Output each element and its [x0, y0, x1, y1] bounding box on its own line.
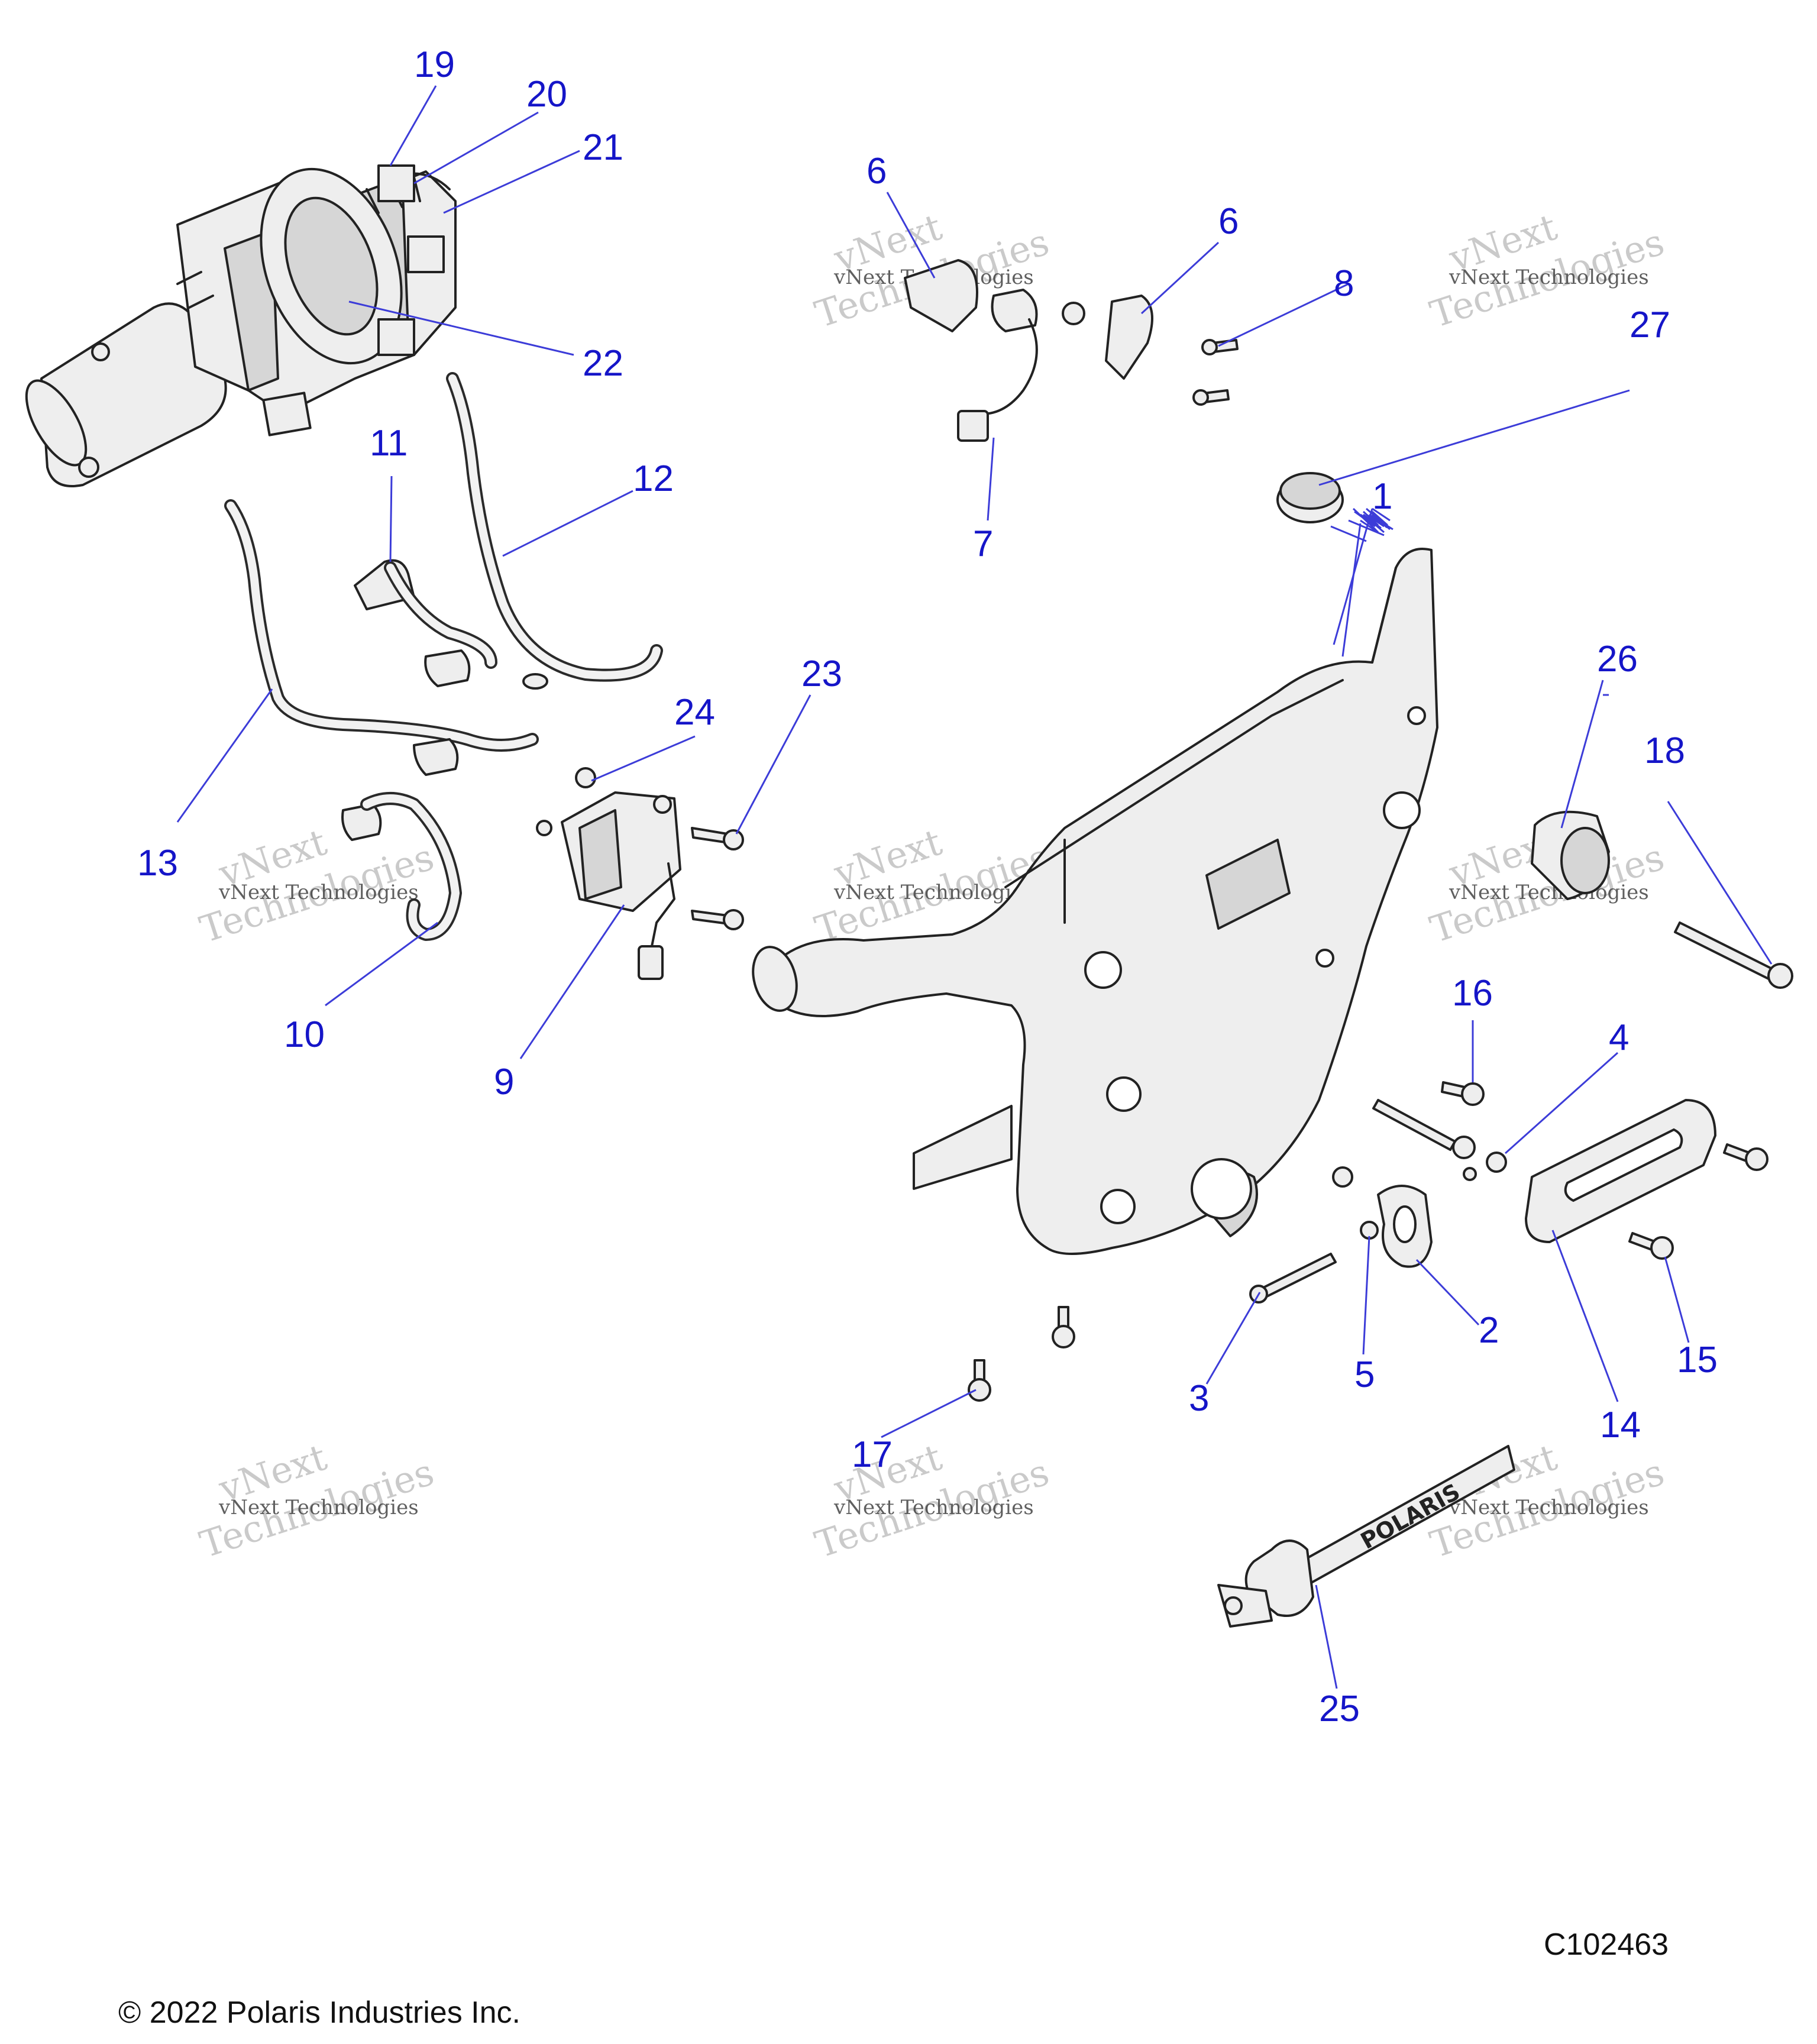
callout-16: 16 [1452, 973, 1493, 1014]
callout-22: 22 [583, 343, 623, 384]
callout-2: 2 [1479, 1310, 1499, 1351]
screws-8 [1192, 339, 1239, 406]
watermarks: vNext Technologies vNext Technologies vN… [195, 205, 1669, 1567]
copyright: © 2022 Polaris Industries Inc. [118, 1996, 520, 2030]
leader-lines [176, 85, 1773, 1689]
callout-10: 10 [284, 1014, 325, 1055]
pin-3 [1249, 1253, 1337, 1304]
callout-25: 25 [1319, 1689, 1360, 1729]
callout-23: 23 [801, 654, 842, 694]
callout-15: 15 [1677, 1340, 1718, 1380]
clamp-26 [1531, 810, 1610, 900]
contactor-9 [536, 767, 681, 980]
switch-harness-6-7 [904, 259, 1153, 442]
svg-text:vNext Technologies: vNext Technologies [1449, 881, 1649, 904]
winch-assembly [25, 164, 457, 487]
callouts: 1 2 3 4 5 6 6 7 8 9 10 11 12 13 14 15 16… [137, 44, 1718, 1729]
callout-5: 5 [1354, 1354, 1375, 1395]
bolts-23 [691, 827, 744, 930]
callout-27: 27 [1630, 305, 1670, 345]
callout-13: 13 [137, 843, 178, 884]
callout-12: 12 [633, 458, 674, 499]
callout-14: 14 [1600, 1405, 1641, 1445]
plug-27 [1276, 472, 1344, 523]
watermark: vNext Technologies vNext Technologies [810, 1435, 1054, 1567]
svg-text:vNext Technologies: vNext Technologies [1449, 1496, 1649, 1519]
callout-8: 8 [1334, 263, 1354, 304]
cable-10 [341, 792, 462, 941]
callout-6-harness: 6 [867, 151, 887, 192]
callout-4: 4 [1609, 1017, 1629, 1058]
nuts-4-washers-5 [1332, 1152, 1507, 1240]
callout-1: 1 [1372, 476, 1392, 517]
callout-9: 9 [494, 1062, 514, 1102]
svg-text:vNext Technologies: vNext Technologies [218, 881, 419, 904]
callout-26: 26 [1597, 639, 1638, 680]
bolt-16 [1372, 1081, 1485, 1159]
d-ring-2 [1377, 1185, 1433, 1268]
fairlead-14 [1525, 1099, 1716, 1243]
callout-21: 21 [583, 127, 623, 168]
cable-12 [446, 372, 663, 690]
callout-18: 18 [1644, 730, 1685, 771]
watermark: vNext Technologies vNext Technologies [195, 820, 439, 952]
bolts-17 [968, 1306, 1075, 1402]
bumper-frame-1 [752, 548, 1438, 1255]
callout-20: 20 [526, 74, 567, 115]
svg-text:vNext Technologies: vNext Technologies [218, 1496, 419, 1519]
watermark: vNext Technologies vNext Technologies [195, 1435, 439, 1567]
bolt-15 [1628, 1143, 1768, 1260]
svg-text:vNext Technologies: vNext Technologies [833, 1496, 1034, 1519]
callout-11: 11 [370, 423, 408, 464]
figure-id: C102463 [1544, 1927, 1669, 1962]
svg-text:vNext Technologies: vNext Technologies [1449, 266, 1649, 289]
callout-19: 19 [414, 44, 455, 85]
bolt-18 [1674, 921, 1793, 989]
callout-6-switch: 6 [1218, 201, 1239, 242]
cable-13 [224, 499, 539, 776]
callout-24: 24 [674, 692, 715, 733]
svg-text:vNext Technologies: vNext Technologies [833, 881, 1034, 904]
callout-7: 7 [973, 523, 993, 564]
callout-3: 3 [1189, 1378, 1209, 1419]
callout-17: 17 [852, 1434, 893, 1475]
cable-11 [354, 559, 497, 687]
